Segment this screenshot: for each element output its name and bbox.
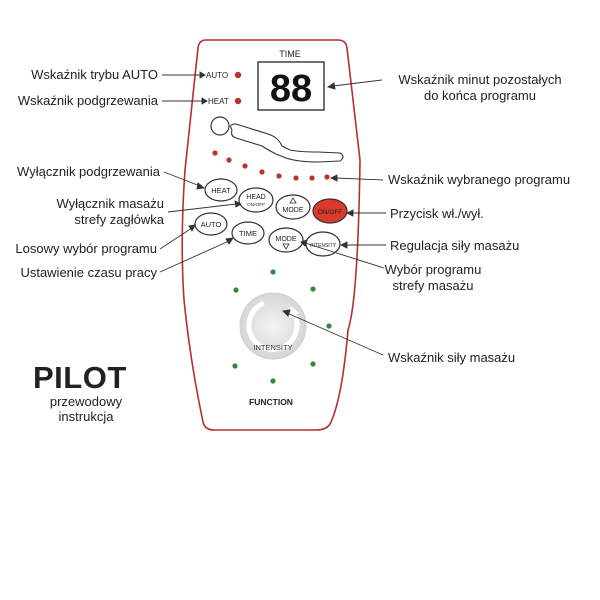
head-button-sublabel: ON/OFF	[247, 202, 265, 208]
heat-indicator-led	[234, 97, 242, 105]
caption-title: PILOT	[33, 360, 127, 395]
callout-lines	[159, 71, 386, 356]
circular-arrow-icon	[246, 301, 300, 352]
program-indicator-leds	[212, 150, 330, 181]
label-heat-switch: Wyłącznik podgrzewania	[17, 164, 160, 179]
function-label: FUNCTION	[249, 397, 293, 407]
intensity-dial: INTENSITY	[239, 292, 307, 360]
onoff-button-label: ON/OFF	[318, 209, 343, 216]
auto-indicator-label: AUTO	[206, 71, 228, 80]
label-minutes-line2: do końca programu	[423, 88, 536, 103]
mode-down-button-label: MODE	[276, 236, 297, 243]
label-zone-program: Wybór programu strefy masażu	[378, 262, 488, 294]
intensity-led	[326, 323, 332, 329]
label-program-indicator: Wskaźnik wybranego programu	[388, 172, 571, 187]
intensity-led	[310, 361, 316, 367]
time-display	[257, 61, 325, 111]
label-intensity-adjust: Regulacja siły masażu	[390, 238, 520, 253]
heat-button[interactable]: HEAT	[204, 178, 238, 202]
mode-up-button-label: MODE	[283, 207, 304, 214]
program-led	[226, 157, 232, 163]
caption-line2: instrukcja	[58, 409, 114, 424]
intensity-led	[233, 287, 239, 293]
label-heating: Wskaźnik podgrzewania	[17, 93, 158, 108]
label-minutes-remaining: Wskaźnik minut pozostałych do końca prog…	[385, 72, 575, 104]
auto-button[interactable]: AUTO	[194, 212, 228, 236]
label-intensity-indicator: Wskaźnik siły masażu	[388, 350, 516, 365]
time-button-label: TIME	[239, 229, 257, 238]
caption-line1: przewodowy	[49, 394, 123, 409]
intensity-led	[232, 363, 238, 369]
head-button-label: HEAD	[246, 194, 265, 201]
program-led	[276, 173, 282, 179]
reclining-body-icon	[230, 123, 344, 163]
triangle-down-icon	[282, 243, 290, 250]
intensity-button-label: INTENSITY	[310, 243, 337, 249]
dial-intensity-label: INTENSITY	[253, 343, 292, 352]
label-power-button: Przycisk wł./wył.	[390, 206, 484, 221]
auto-indicator-led	[234, 71, 242, 79]
heat-button-label: HEAT	[211, 186, 231, 195]
onoff-button[interactable]: ON/OFF	[312, 198, 348, 224]
program-led	[259, 169, 265, 175]
time-button[interactable]: TIME	[231, 221, 265, 245]
label-head-switch-line2: strefy zagłówka	[74, 212, 164, 227]
head-zone-circle	[210, 116, 230, 136]
label-head-switch-line1: Wyłącznik masażu	[56, 196, 164, 211]
label-zone-program-line1: Wybór programu	[384, 262, 482, 277]
program-led	[309, 175, 315, 181]
head-onoff-button[interactable]: HEAD ON/OFF	[238, 187, 274, 213]
mode-up-button[interactable]: MODE	[275, 194, 311, 220]
label-random-program: Losowy wybór programu	[15, 241, 157, 256]
auto-button-label: AUTO	[201, 220, 222, 229]
intensity-led	[310, 286, 316, 292]
label-time-setting: Ustawienie czasu pracy	[20, 265, 157, 280]
intensity-led	[270, 378, 276, 384]
program-led	[212, 150, 218, 156]
label-auto-mode: Wskaźnik trybu AUTO	[31, 67, 158, 82]
program-led	[293, 175, 299, 181]
time-display-digits: 88	[270, 68, 312, 110]
caption-subtitle: przewodowy instrukcja	[30, 394, 142, 424]
intensity-led	[270, 269, 276, 275]
program-led	[324, 174, 330, 180]
triangle-up-icon	[289, 197, 297, 204]
label-head-switch: Wyłącznik masażu strefy zagłówka	[4, 196, 164, 228]
intensity-leds	[232, 269, 332, 384]
program-led	[242, 163, 248, 169]
mode-down-button[interactable]: MODE	[268, 227, 304, 253]
heat-indicator-label: HEAT	[208, 97, 229, 106]
display-time-label: TIME	[279, 49, 301, 59]
label-zone-program-line2: strefy masażu	[392, 278, 474, 293]
label-minutes-line1: Wskaźnik minut pozostałych	[398, 72, 562, 87]
